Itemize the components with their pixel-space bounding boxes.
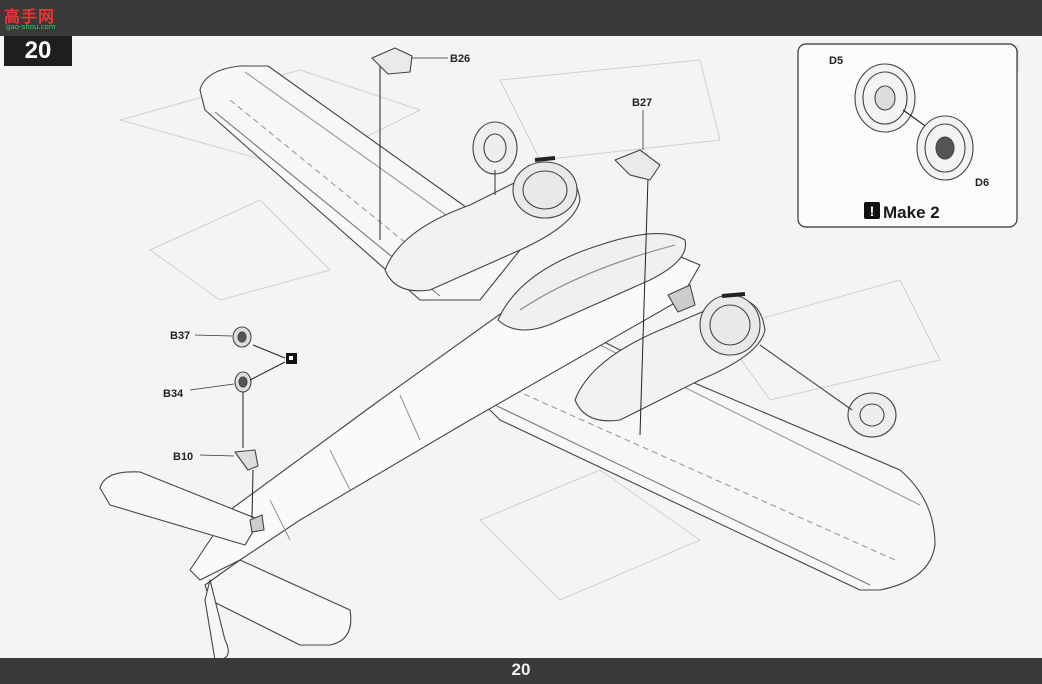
label-b26: B26 [450,53,470,65]
label-d6: D6 [975,177,989,189]
label-d5: D5 [829,55,843,67]
top-bar: 高手网 gao-shou.com [0,0,1042,36]
wheel-d5 [854,63,916,133]
wheel-d6 [916,115,974,181]
glue-marker-icon [286,353,297,364]
part-b26 [371,47,413,75]
make-label: Make 2 [883,203,940,222]
right-main-wheel [759,344,897,438]
label-b34: B34 [163,388,184,400]
step-number: 20 [4,36,72,66]
tailplane-left [99,471,261,546]
part-b27 [614,149,661,181]
svg-text:!: ! [870,203,875,219]
watermark-url: gao-shou.com [6,23,56,31]
tailplane-right [204,559,352,646]
canopy [497,233,687,331]
inset-panel [797,43,1018,228]
watermark-logo: 高手网 [4,7,56,26]
exclamation-icon [864,202,880,219]
tail-strut-b10 [234,449,259,471]
left-main-wheel [472,121,518,195]
tail-wheel-b34 [234,371,252,393]
arrow-b27 [639,177,649,436]
bottom-bar: 20 [0,658,1042,684]
label-b10: B10 [173,451,193,463]
make-2-note: ! Make 2 [864,202,940,222]
tail-wheel-b37 [232,326,252,348]
right-gear-strut [667,284,696,313]
label-b27: B27 [632,97,652,109]
label-b37: B37 [170,330,190,342]
page-number: 20 [511,660,531,679]
